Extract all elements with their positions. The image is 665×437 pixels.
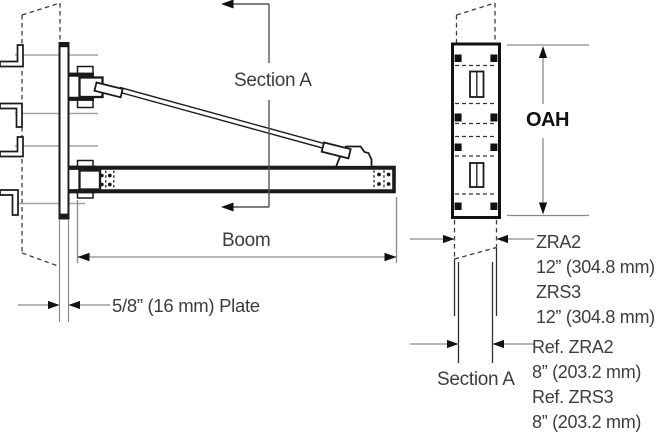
fastener-block [490, 202, 498, 210]
wall-angle [0, 136, 24, 158]
annotation-line: 12” (304.8 mm) [536, 257, 655, 277]
section-plate [451, 42, 501, 219]
dim-arrow-left [77, 252, 90, 262]
plate-thickness-dimension [18, 219, 110, 322]
annotation-line: 8” (203.2 mm) [532, 412, 642, 432]
dim-arrow-left [496, 234, 508, 244]
width-dimension-8in [410, 339, 534, 349]
tension-rod [93, 81, 373, 168]
mounting-plate-edge [58, 42, 70, 220]
oah-label: OAH [526, 109, 569, 131]
boom-bolts-right [373, 170, 391, 190]
bottom-clevis [78, 169, 102, 191]
bolt-slot-upper [469, 70, 485, 98]
dim-arrow-down [538, 202, 548, 215]
plate-thickness-label: 5/8” (16 mm) Plate [112, 295, 260, 316]
section-wall-hidden-top [455, 2, 496, 43]
wall-angle [0, 189, 19, 216]
model-annotation-column-8in: Ref. ZRA2 8” (203.2 mm) Ref. ZRS3 8” (20… [532, 335, 641, 435]
fastener-block [454, 143, 462, 151]
bolt-slot-lower [469, 162, 485, 188]
section-hidden-lines [455, 64, 497, 195]
dim-arrow-right [443, 234, 455, 244]
annotation-line: ZRA2 [536, 232, 581, 252]
model-annotation-column-12in: ZRA2 12” (304.8 mm) ZRS3 12” (304.8 mm) [536, 230, 655, 330]
fastener-block [490, 54, 498, 62]
fastener-block [490, 113, 498, 122]
dim-arrow-right [384, 252, 397, 262]
fastener-block [454, 202, 462, 210]
section-cut-line [221, 0, 270, 212]
annotation-line: Ref. ZRA2 [532, 337, 614, 357]
bottom-mounting-bracket [67, 159, 102, 199]
annotation-line: Ref. ZRS3 [532, 387, 614, 407]
dim-arrow-left [492, 339, 504, 349]
annotation-line: 8” (203.2 mm) [532, 362, 642, 382]
width-dimension-12in [410, 234, 534, 244]
dim-arrow-up [538, 46, 548, 58]
boom-beam [94, 165, 396, 194]
wall-angle [0, 44, 24, 68]
fastener-block [490, 143, 498, 151]
dim-arrow-right [447, 339, 459, 349]
wall-hidden-lines [21, 2, 61, 267]
boom-dimension [76, 197, 398, 263]
section-arrow-bottom [221, 202, 234, 212]
wall-angle-clips [0, 44, 24, 216]
rod-end-collar-lower [320, 141, 352, 160]
annotation-line: ZRS3 [536, 282, 581, 302]
boom-label: Boom [222, 230, 271, 251]
rod-end-collar-upper [93, 81, 124, 99]
tie-rod-lines [15, 54, 98, 205]
rod-shaft [118, 86, 334, 152]
wall-angle [0, 102, 23, 128]
fastener-block [454, 113, 462, 122]
annotation-line: 12” (304.8 mm) [536, 307, 655, 327]
section-arrow-top [221, 0, 234, 9]
section-label-top: Section A [234, 70, 312, 91]
boom-bolts-left [99, 170, 115, 190]
dim-arrow-left [68, 300, 80, 310]
fastener-block [454, 54, 462, 62]
section-label-bottom: Section A [437, 369, 515, 390]
section-wall-below [453, 220, 498, 363]
oah-dimension [507, 44, 589, 217]
dim-arrow-right [48, 300, 60, 310]
